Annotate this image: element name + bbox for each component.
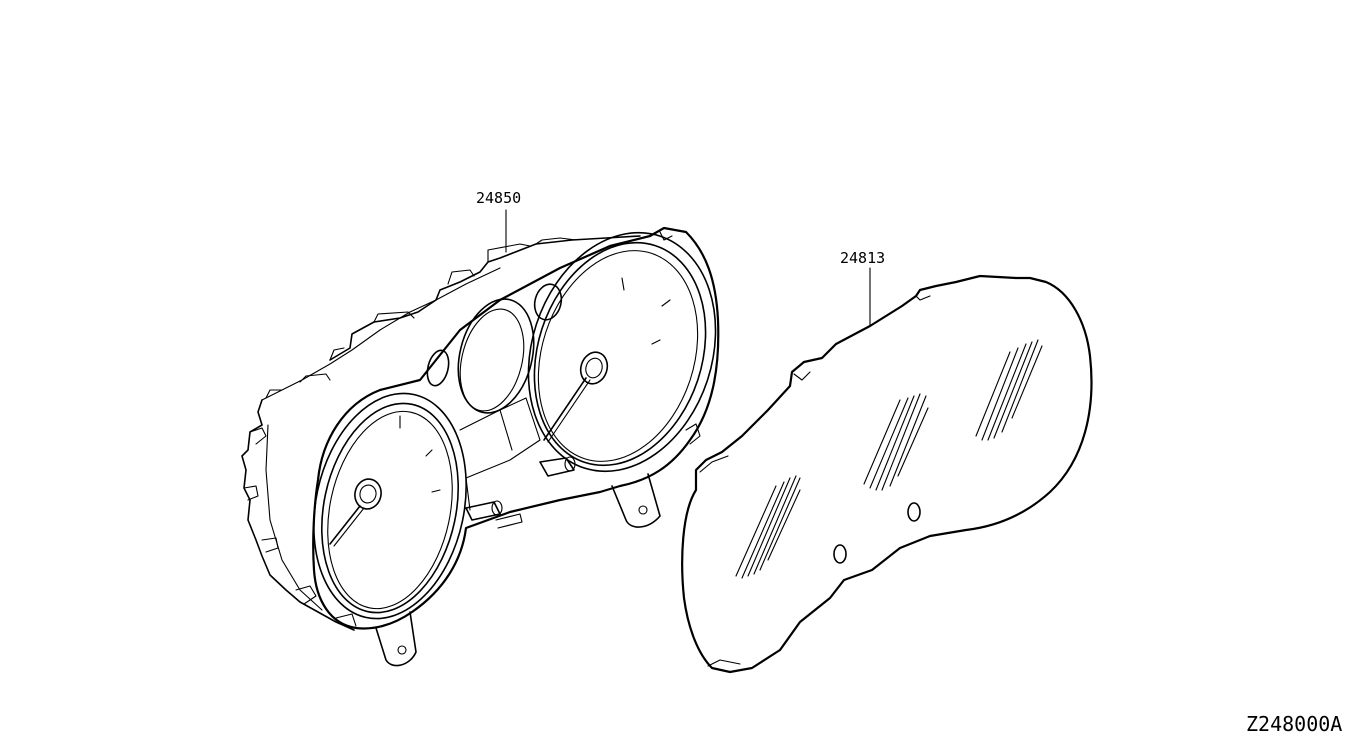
figure-code: Z248000A [1246,712,1342,736]
lens-cover-drawing[interactable] [681,274,1093,674]
lens-reflection-middle [863,393,929,491]
lens-reflection-right [975,339,1043,441]
part-number-cluster[interactable]: 24850 [476,189,521,207]
part-number-lens[interactable]: 24813 [840,249,885,267]
instrument-cluster-drawing[interactable] [241,208,745,667]
lens-reflection-left [735,475,801,579]
